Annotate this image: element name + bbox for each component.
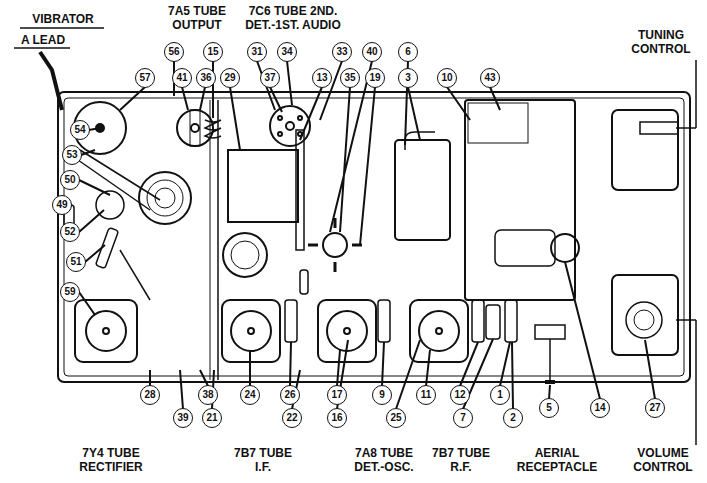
callout-number: 14 xyxy=(590,398,610,418)
callout-number: 39 xyxy=(173,408,193,428)
callout-number: 7 xyxy=(453,408,473,428)
callout-number: 16 xyxy=(327,408,347,428)
callout-number: 26 xyxy=(280,385,300,405)
callout-number: 50 xyxy=(60,170,80,190)
callout-number: 22 xyxy=(282,408,302,428)
callout-number: 25 xyxy=(386,408,406,428)
callout-number: 36 xyxy=(196,68,216,88)
callout-number: 53 xyxy=(62,145,82,165)
part-label: 7B7 TUBE R.F. xyxy=(426,446,496,474)
callout-number: 33 xyxy=(332,42,352,62)
callout-number: 24 xyxy=(240,385,260,405)
part-label: 7C6 TUBE 2ND. DET.-1ST. AUDIO xyxy=(230,4,356,32)
part-label: 7A5 TUBE OUTPUT xyxy=(159,4,235,32)
callout-number: 51 xyxy=(66,252,86,272)
callout-number: 11 xyxy=(416,385,436,405)
callout-number: 49 xyxy=(52,195,72,215)
callout-number: 52 xyxy=(60,222,80,242)
callout-number: 17 xyxy=(327,385,347,405)
callout-number: 1 xyxy=(490,385,510,405)
part-label: 7A8 TUBE DET.-OSC. xyxy=(341,446,427,474)
callout-number: 37 xyxy=(260,68,280,88)
part-label: AERIAL RECEPTACLE xyxy=(510,446,604,474)
callout-number: 56 xyxy=(164,42,184,62)
callout-number: 34 xyxy=(277,42,297,62)
callout-number: 57 xyxy=(135,68,155,88)
callout-number: 5 xyxy=(539,398,559,418)
callout-number: 3 xyxy=(398,68,418,88)
callout-number: 15 xyxy=(203,42,223,62)
part-label: TUNING CONTROL xyxy=(622,28,700,56)
callout-number: 40 xyxy=(362,42,382,62)
part-label: 7B7 TUBE I.F. xyxy=(228,446,298,474)
callout-number: 9 xyxy=(372,385,392,405)
callout-number: 21 xyxy=(202,408,222,428)
callout-number: 43 xyxy=(480,68,500,88)
callout-number: 35 xyxy=(340,68,360,88)
callout-number: 10 xyxy=(437,68,457,88)
callout-number: 41 xyxy=(172,68,192,88)
callout-number: 27 xyxy=(645,398,665,418)
part-label: VOLUME CONTROL xyxy=(624,446,702,474)
callout-number: 6 xyxy=(398,42,418,62)
callout-number: 19 xyxy=(365,68,385,88)
part-label: VIBRATOR xyxy=(20,12,106,26)
callout-number: 54 xyxy=(70,120,90,140)
callout-number: 2 xyxy=(503,408,523,428)
part-label: A LEAD xyxy=(12,33,74,47)
callout-number: 29 xyxy=(220,68,240,88)
part-label: 7Y4 TUBE RECTIFIER xyxy=(67,446,155,474)
callout-number: 31 xyxy=(247,42,267,62)
callout-number: 59 xyxy=(60,282,80,302)
callout-number: 28 xyxy=(140,385,160,405)
callout-number: 12 xyxy=(450,385,470,405)
callout-number: 13 xyxy=(312,68,332,88)
callout-number: 38 xyxy=(198,385,218,405)
